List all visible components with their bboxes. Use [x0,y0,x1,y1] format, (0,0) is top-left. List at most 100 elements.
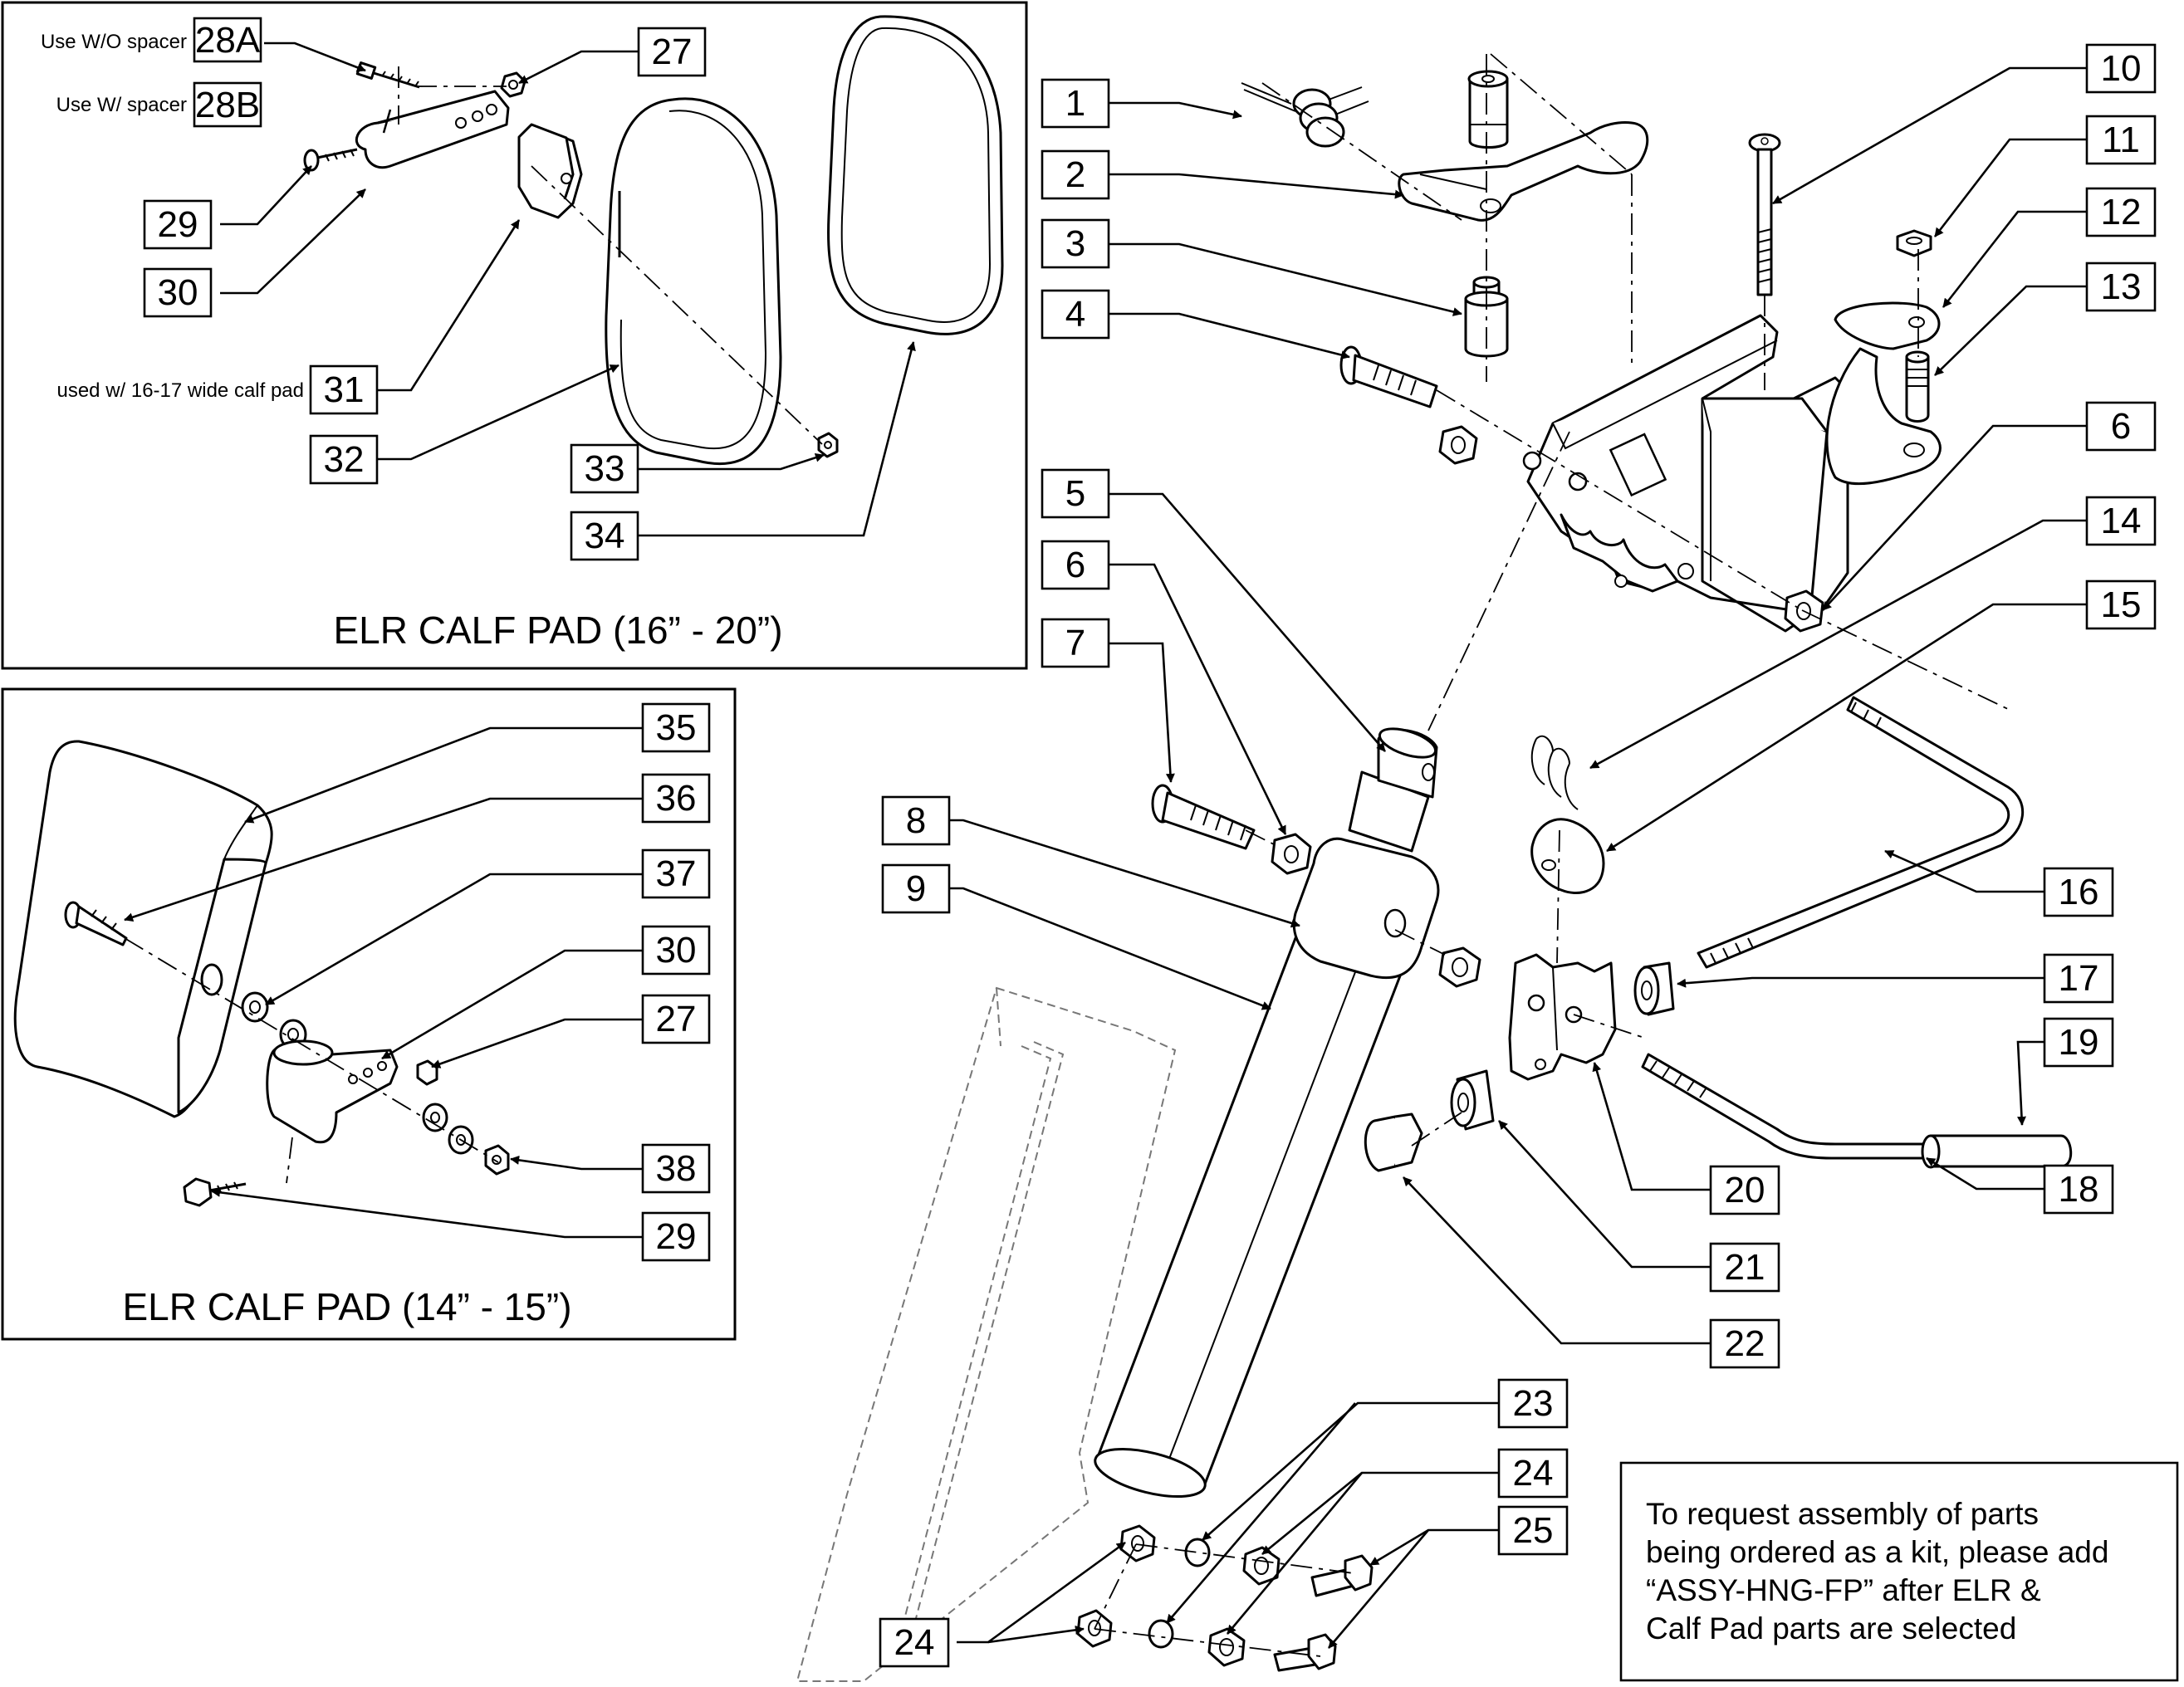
svg-text:23: 23 [1513,1383,1554,1424]
svg-text:7: 7 [1065,623,1085,663]
svg-text:35: 35 [656,707,697,748]
callout-33: 33 [570,443,639,494]
svg-text:16: 16 [2059,872,2099,912]
callout-24-right: 24 [1497,1448,1569,1499]
svg-text:30: 30 [158,272,198,313]
callout-28a: 28A [193,17,262,63]
callout-1: 1 [1041,78,1110,129]
svg-text:22: 22 [1725,1323,1765,1364]
washers-37 [241,991,307,1050]
ghost-frame-tube [796,986,1177,1682]
nut-bracket-left [1438,425,1478,465]
svg-text:13: 13 [2101,266,2142,307]
spring-1 [1241,82,1369,148]
hinge-bracket [1522,314,1849,633]
svg-text:5: 5 [1065,473,1085,514]
svg-text:28B: 28B [195,85,260,125]
tube-9 [1094,936,1405,1499]
callout-10: 10 [2085,43,2157,94]
bracket-30-lower [266,1039,399,1144]
svg-text:30: 30 [656,930,697,971]
svg-text:19: 19 [2059,1022,2099,1063]
note-28b: Use W/ spacer [56,94,187,116]
kit-note-line-1: To request assembly of parts [1646,1497,2039,1531]
svg-text:3: 3 [1065,223,1085,264]
callout-8: 8 [881,795,951,846]
callout-5: 5 [1041,468,1110,519]
callout-2: 2 [1041,149,1110,200]
svg-text:24: 24 [894,1622,935,1663]
shaft-5 [1348,727,1438,853]
kit-note: To request assembly of parts being order… [1619,1461,2179,1682]
nut-11 [1896,229,1932,257]
callout-12: 12 [2085,187,2157,237]
kit-note-line-4: Calf Pad parts are selected [1646,1611,2016,1645]
svg-text:38: 38 [656,1148,697,1189]
callout-30-top: 30 [143,267,213,318]
svg-text:25: 25 [1513,1510,1554,1551]
calf-pad-32 [605,97,782,466]
callout-7: 7 [1041,618,1110,668]
main-assembly [796,53,2073,1682]
nut-6-lower [1271,833,1312,875]
kit-note-line-3: “ASSY-HNG-FP” after ELR & [1646,1573,2041,1607]
callout-36: 36 [641,773,711,824]
callout-11: 11 [2085,115,2157,165]
callout-35: 35 [641,702,711,753]
callout-17: 17 [2043,953,2114,1004]
nut-33 [817,432,839,458]
svg-text:11: 11 [2102,120,2140,160]
leader-lines [124,42,2087,1649]
svg-text:2: 2 [1065,154,1085,195]
calf-pad-14-15-parts [13,740,510,1207]
callout-24-left: 24 [879,1617,950,1668]
screw-28 [355,61,420,89]
callout-29-top: 29 [143,199,213,250]
nut-center [1438,946,1481,988]
svg-text:6: 6 [2111,406,2131,447]
bolt-7 [1151,784,1256,850]
callout-34: 34 [570,511,639,561]
bushing-17 [1633,961,1675,1016]
washers-38 [422,1103,474,1155]
svg-text:32: 32 [324,439,365,480]
cap-nut-22 [1364,1112,1423,1172]
callout-38: 38 [641,1143,711,1194]
callout-6-right: 6 [2085,401,2157,452]
callout-23: 23 [1497,1378,1569,1429]
callout-31: 31 [309,364,379,415]
clamp-31 [517,123,583,219]
callout-9: 9 [881,863,951,914]
cam-12 [1825,301,1942,486]
callout-4: 4 [1041,289,1110,340]
callout-25: 25 [1497,1505,1569,1556]
callout-27-top: 27 [637,27,707,77]
callout-16: 16 [2043,867,2114,917]
callout-labels: 28A 28B 27 29 30 31 32 33 34 35 36 37 30… [143,17,2157,1668]
svg-text:21: 21 [1725,1247,1765,1288]
calf-pad-35 [13,740,273,1118]
kit-note-line-2: being ordered as a kit, please add [1646,1535,2108,1569]
svg-text:34: 34 [585,516,625,556]
callout-32: 32 [309,434,379,485]
inset-title-16-20: ELR CALF PAD (16” - 20”) [333,609,782,652]
callout-29-bottom: 29 [641,1211,711,1262]
rod-18 [1641,1053,1928,1160]
svg-text:1: 1 [1065,83,1085,124]
callout-13: 13 [2085,262,2157,312]
bracket-30 [355,90,510,169]
svg-text:18: 18 [2059,1169,2099,1210]
inset-title-14-15: ELR CALF PAD (14” - 15”) [122,1285,571,1328]
calf-pad-34 [827,15,1004,335]
hinge-block-20 [1508,953,1617,1081]
nut-38 [484,1144,510,1176]
callout-37: 37 [641,848,711,899]
nut-27 [500,71,526,98]
nut-27-lower [416,1059,438,1086]
svg-text:29: 29 [656,1216,697,1257]
svg-text:24: 24 [1513,1453,1554,1494]
bolt-10 [1748,133,1781,296]
inset-frame-14-15 [1,687,737,1341]
svg-text:27: 27 [656,999,697,1039]
